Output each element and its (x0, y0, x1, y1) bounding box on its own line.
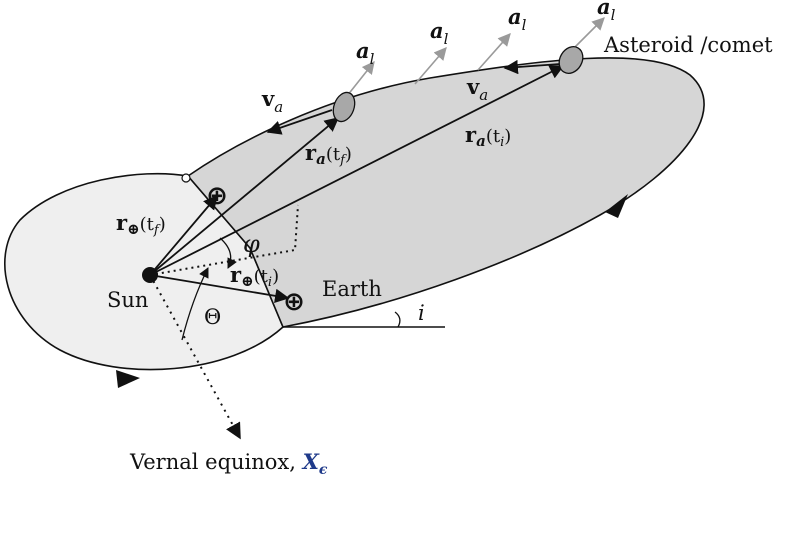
r-earth-tf-arrow (149, 194, 218, 276)
projection-dotted-line (149, 204, 299, 276)
velocity-label-ti: va (466, 74, 488, 104)
accel-label-3: al (508, 4, 527, 34)
accel-arrow-3 (477, 33, 511, 71)
vernal-equinox-label: Vernal equinox, Xϵ (129, 449, 328, 478)
theta-label: Θ (204, 305, 221, 329)
r-asteroid-ti-label: ra(ti) (465, 122, 511, 150)
asteroid-body-ti (558, 46, 584, 74)
earth-orbit-direction-arrow (116, 370, 140, 388)
asteroid-orbit-direction-arrow (605, 194, 628, 218)
accel-arrow-1 (346, 60, 375, 97)
velocity-label-tf: va (261, 86, 283, 116)
r-asteroid-ti-arrow (149, 65, 565, 276)
inclination-arc (394, 311, 401, 328)
phi-label: φ (243, 230, 260, 258)
earth-symbol-tf: ⊕ (206, 181, 228, 211)
accel-arrow-2 (414, 47, 447, 85)
velocity-arrow-ti (503, 59, 561, 75)
inclination-label: i (418, 301, 425, 325)
vernal-equinox-line (149, 274, 241, 440)
phi-angle-arc (219, 237, 237, 269)
r-asteroid-tf-label: ra(tf) (305, 140, 352, 168)
asteroid-body-tf (332, 91, 356, 123)
earth-symbol-ti: ⊕ (283, 287, 305, 317)
sun-label: Sun (107, 288, 148, 312)
r-earth-tf-label: r⊕(tf) (116, 210, 166, 238)
node-marker (181, 173, 191, 183)
r-asteroid-tf-arrow (149, 117, 340, 276)
r-earth-ti-arrow (149, 274, 290, 303)
theta-angle-arc (181, 267, 209, 341)
accel-label-1: al (356, 38, 375, 68)
asteroid-label: Asteroid /comet (603, 33, 773, 57)
earth-label: Earth (322, 277, 382, 301)
r-earth-ti-label: r⊕(ti) (230, 262, 279, 290)
accel-label-4: al (597, 0, 616, 24)
velocity-arrow-tf (266, 109, 333, 135)
sun (142, 267, 158, 283)
accel-label-2: al (430, 18, 449, 48)
